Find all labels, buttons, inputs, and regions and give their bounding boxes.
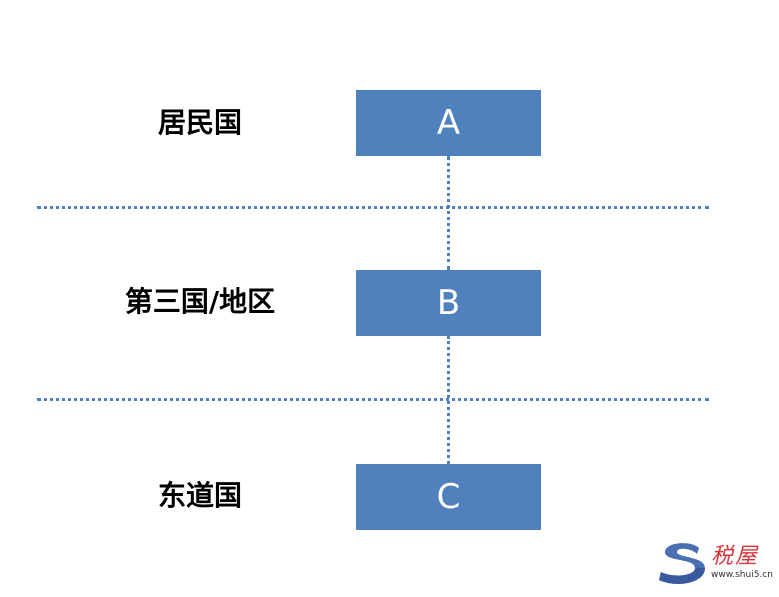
third-country-label: 第三国/地区 [124, 285, 276, 318]
watermark-brand: 税屋 [711, 544, 760, 569]
node-b-label: B [436, 283, 461, 323]
node-c: C [356, 464, 541, 530]
connector-a-b [447, 156, 450, 270]
node-c-label: C [436, 477, 461, 517]
divider-line-top [37, 206, 709, 209]
divider-line-bottom [37, 398, 709, 401]
watermark-logo: 税屋 www.shui5.cn [655, 538, 779, 588]
connector-b-c [447, 336, 450, 464]
node-b: B [356, 270, 541, 336]
logo-s-icon [659, 543, 705, 584]
watermark-url: www.shui5.cn [711, 570, 773, 580]
node-a-label: A [436, 103, 461, 143]
resident-country-label: 居民国 [157, 106, 242, 139]
node-a: A [356, 90, 541, 156]
source-country-label: 东道国 [157, 479, 242, 512]
